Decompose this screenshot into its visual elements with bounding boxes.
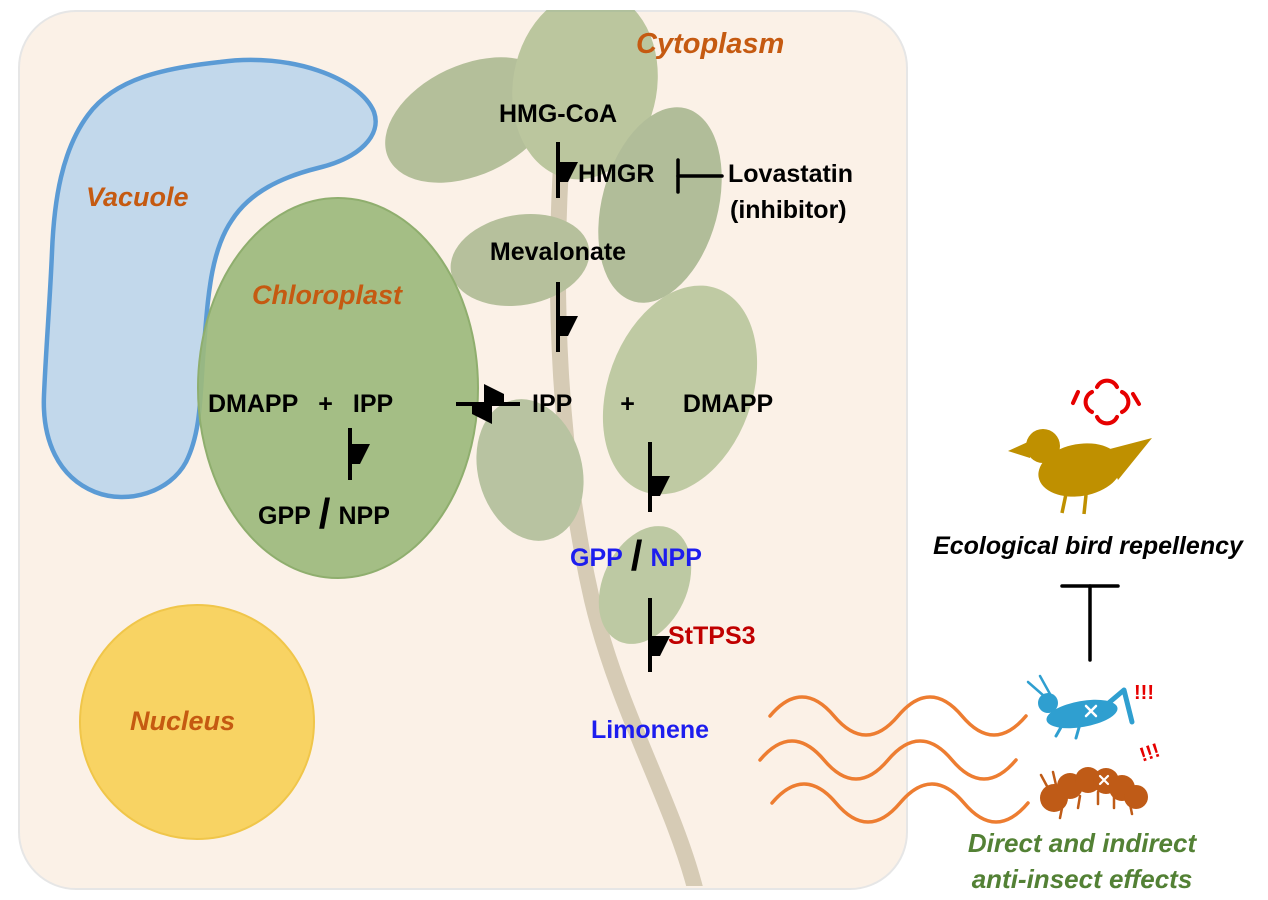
chloroplast-npp-label: NPP	[338, 502, 390, 531]
cytosol-ipp-label: IPP	[532, 390, 573, 418]
plus-sign: +	[620, 390, 635, 418]
chloroplast-ipp-label: IPP	[352, 390, 394, 418]
bird-repellency-label: Ecological bird repellency	[933, 532, 1243, 560]
cytosol-precursor-row: IPP + DMAPP	[532, 390, 773, 419]
nucleus-shape	[79, 604, 315, 840]
inhibition-bar-bird-insect	[1060, 584, 1120, 662]
lovastatin-label: Lovastatin	[728, 160, 854, 188]
vacuole-label: Vacuole	[86, 182, 189, 212]
chloroplast-gpp-npp-row: GPP / NPP	[258, 490, 390, 537]
cytoplasm-label: Cytoplasm	[636, 28, 785, 60]
hmgr-label: HMGR	[578, 160, 655, 188]
cytosol-gpp-npp-row: GPP / NPP	[570, 532, 702, 579]
caterpillar-icon	[1039, 767, 1148, 820]
slash-separator: /	[630, 532, 643, 579]
limonene-label: Limonene	[590, 716, 710, 744]
grasshopper-icon	[1026, 674, 1135, 740]
chloroplast-dmapp-label: DMAPP	[208, 390, 299, 418]
anti-insect-label-line2: anti-insect effects	[971, 864, 1193, 894]
vacuole-shape	[41, 57, 378, 500]
chloroplast-precursor-row: DMAPP + IPP	[208, 390, 393, 419]
plant-background	[385, 10, 758, 886]
anti-insect-label-line1: Direct and indirect	[967, 828, 1197, 858]
volatile-waves-icon	[758, 695, 1030, 824]
cytosol-npp-label: NPP	[650, 544, 702, 573]
nucleus-label: Nucleus	[130, 706, 236, 736]
mevalonate-label: Mevalonate	[489, 238, 627, 266]
cytosol-dmapp-label: DMAPP	[682, 390, 774, 418]
cytosol-gpp-label: GPP	[570, 544, 623, 573]
chloroplast-label: Chloroplast	[252, 280, 403, 310]
plus-sign: +	[318, 390, 333, 418]
inhibitor-note: (inhibitor)	[730, 196, 847, 224]
sttps3-enzyme-label: StTPS3	[668, 622, 756, 650]
grasshopper-alert: !!!	[1134, 682, 1154, 704]
anger-mark-icon	[1071, 378, 1141, 426]
bird-icon	[1008, 429, 1152, 515]
chloroplast-gpp-label: GPP	[258, 502, 311, 531]
slash-separator: /	[318, 490, 331, 537]
inhibition-bar-lovastatin	[676, 158, 724, 194]
hmg-coa-label: HMG-CoA	[498, 100, 618, 128]
